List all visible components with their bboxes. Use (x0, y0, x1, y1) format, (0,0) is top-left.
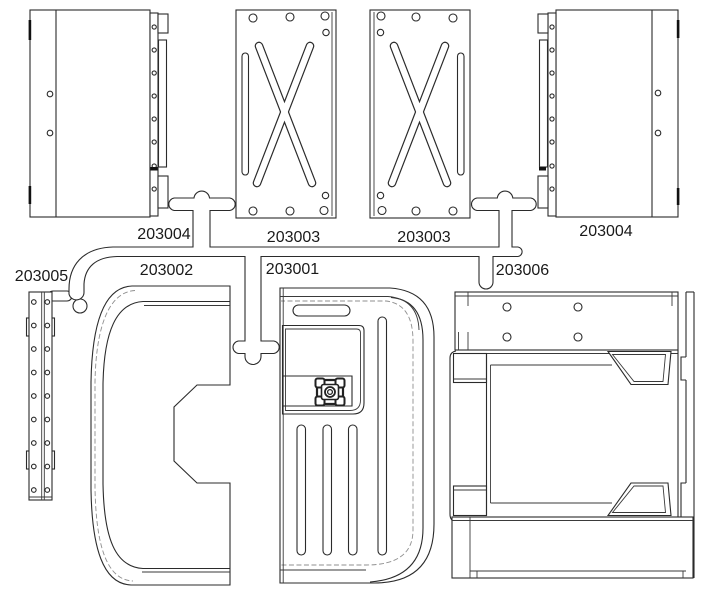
part-203003-right (369, 9, 471, 219)
ramp-top (606, 350, 672, 386)
part-203001 (279, 287, 435, 584)
part-203004-left (28, 9, 169, 218)
plate-screw-holes (376, 11, 458, 216)
plate-screw-holes (248, 11, 330, 216)
band-holes (502, 302, 583, 342)
ramp-bottom (606, 482, 672, 517)
part-label-203003-left: 203003 (267, 229, 320, 246)
opening-outer (281, 324, 365, 415)
pocket-bottom (452, 485, 488, 517)
x-brace-slots (252, 41, 317, 188)
strip-body (28, 291, 53, 501)
rail-tab-bottom (157, 175, 169, 209)
strip-holes (30, 299, 51, 493)
top-band (454, 291, 679, 351)
part-label-203004-right: 203004 (579, 223, 632, 240)
panel-body (29, 9, 151, 218)
rail-tab-bottom (537, 175, 549, 209)
panel-holes (46, 90, 54, 137)
part-label-203006: 203006 (496, 262, 549, 279)
x-brace-slots (387, 41, 452, 188)
rail-bar (538, 39, 549, 168)
battery-clamp (314, 377, 346, 407)
part-label-203004-left: 203004 (137, 226, 190, 243)
pocket-top (452, 352, 488, 384)
hinge-rail (547, 12, 557, 217)
side-slot (456, 52, 465, 176)
bottom-band (451, 516, 694, 579)
edge-gate-marks (28, 20, 32, 204)
tray-top-line (280, 296, 420, 331)
rail-gate-mark (150, 167, 158, 171)
part-labels: 203004 203003 203003 203004 203005 20300… (15, 223, 633, 285)
panel-body (555, 9, 679, 218)
part-label-203003-right: 203003 (397, 229, 450, 246)
rail-bar (157, 39, 168, 168)
edge-gate-marks (676, 20, 680, 205)
tray-contour (369, 296, 424, 583)
runner-path (68, 190, 537, 365)
hinge-rail (149, 12, 159, 217)
cover-outline (90, 285, 231, 586)
cover-rim-line (94, 290, 136, 582)
tray-inner-wall (280, 300, 414, 566)
part-203005 (25, 291, 56, 501)
part-203004-right (537, 9, 680, 218)
rail-tab-top (537, 13, 549, 34)
cover-inner-wall (102, 300, 230, 570)
rail-tab-top (157, 13, 169, 34)
vent-slots (296, 316, 388, 556)
rail-gate-mark (539, 167, 546, 171)
opening-inner (285, 328, 361, 411)
part-label-203005: 203005 (15, 268, 68, 285)
part-203002 (90, 285, 231, 586)
part-203003-left (235, 9, 337, 219)
sprue-runner (68, 190, 537, 365)
hinge-pin-holes (549, 24, 555, 192)
top-slot (292, 304, 351, 317)
part-label-203001: 203001 (266, 261, 319, 278)
panel-holes (654, 89, 662, 137)
strip-side-tabs (25, 317, 56, 470)
side-slot (241, 52, 250, 176)
hinge-pin-holes (151, 24, 157, 192)
part-label-203002: 203002 (140, 262, 193, 279)
part-203006 (449, 291, 695, 579)
